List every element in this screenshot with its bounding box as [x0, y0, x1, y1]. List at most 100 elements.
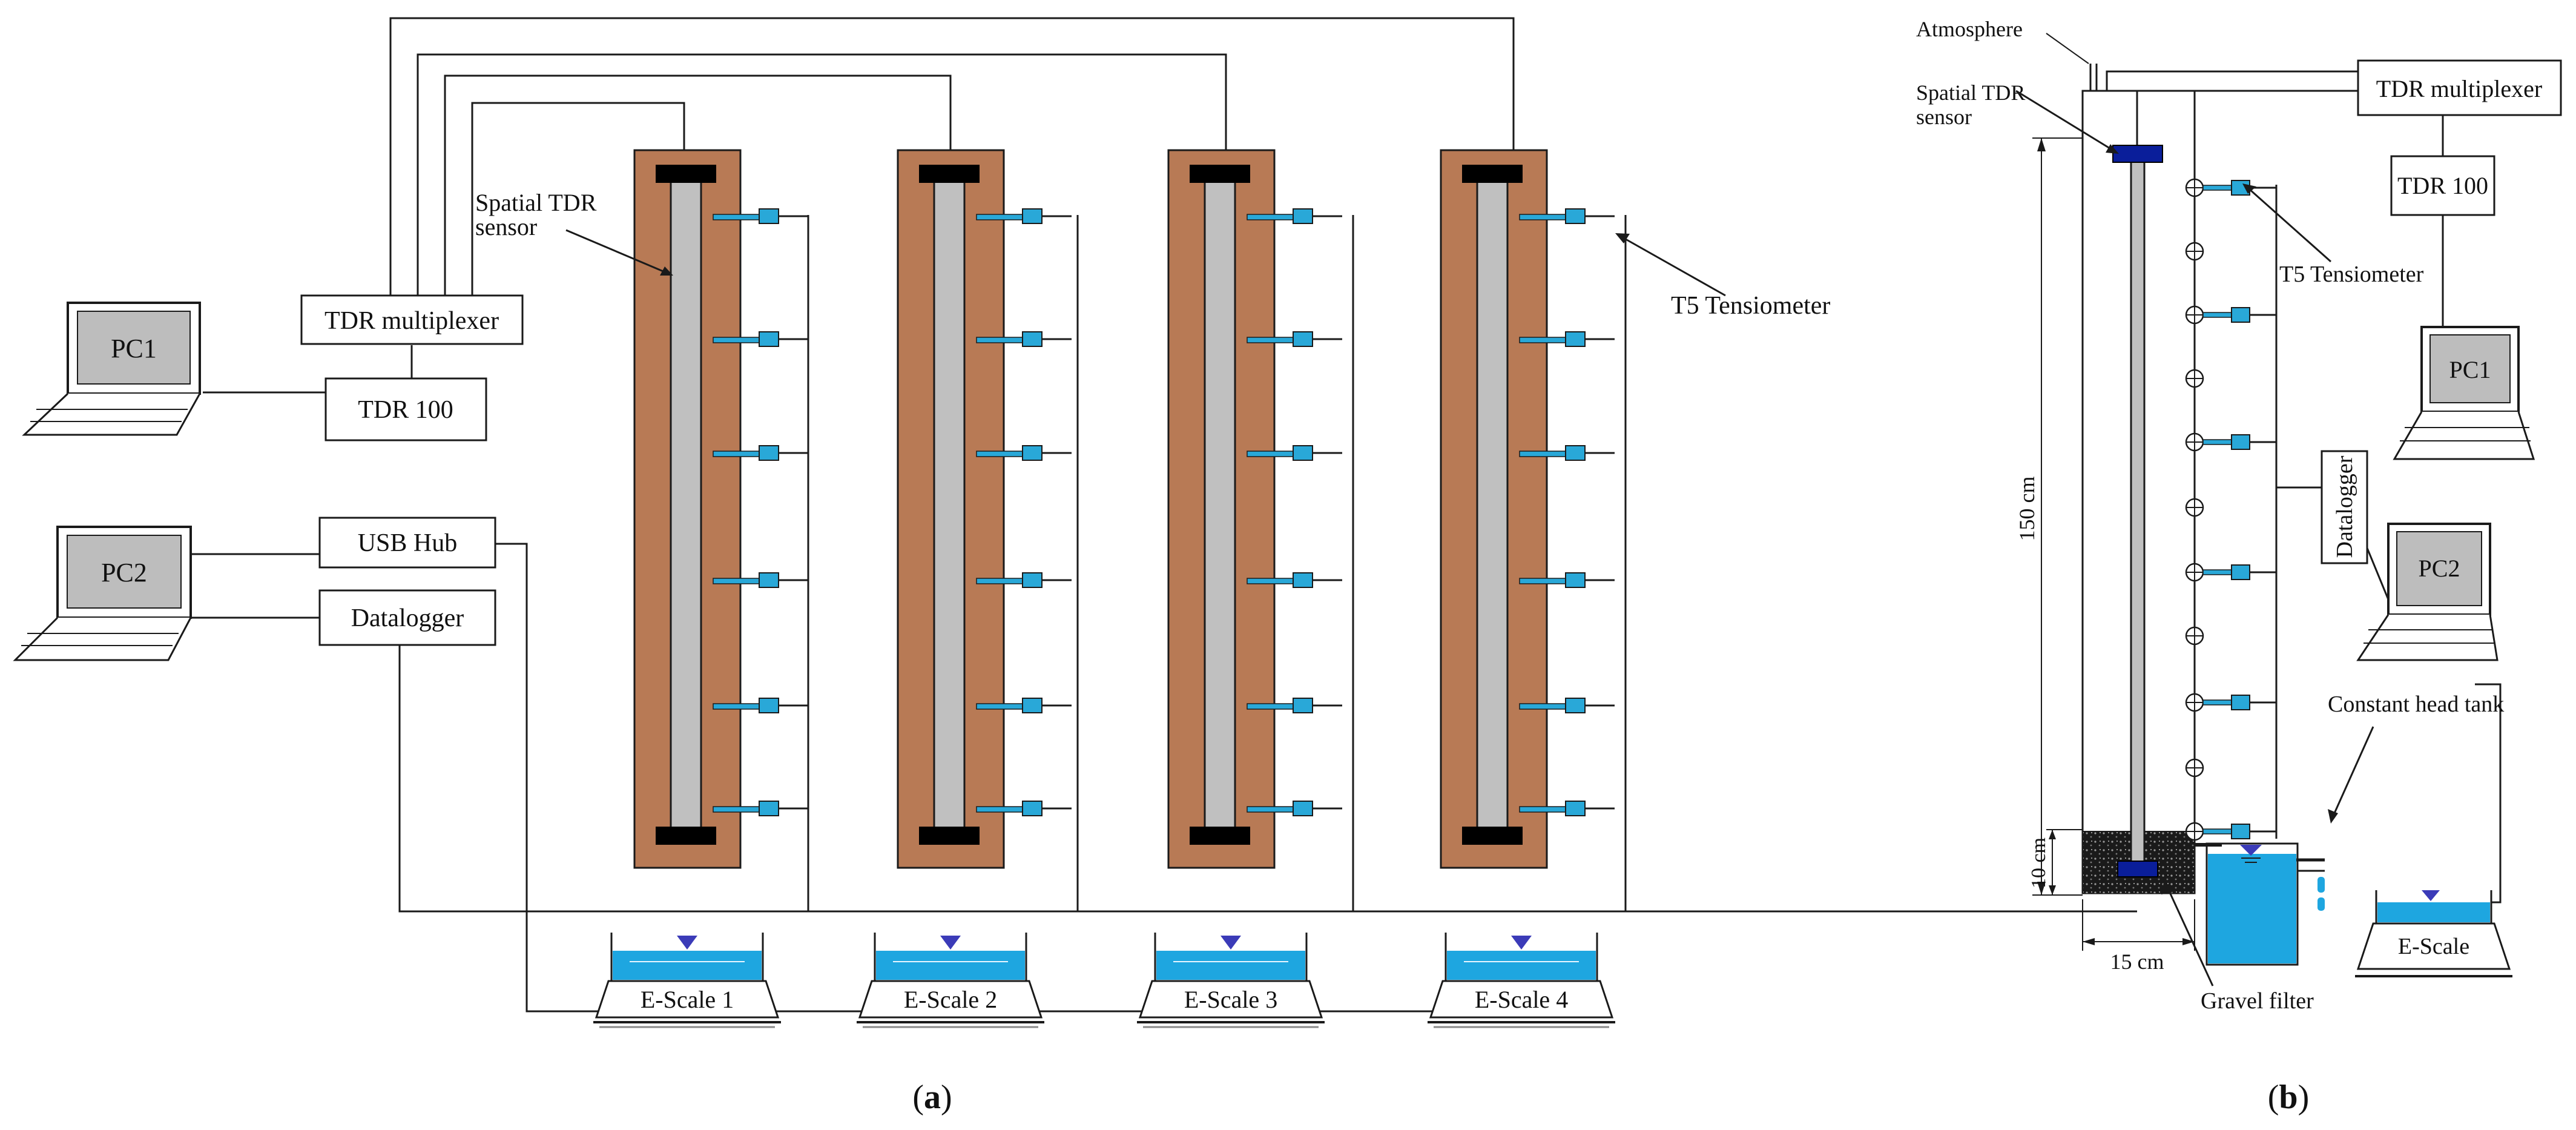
- tensiometer-probe: [713, 806, 762, 813]
- tensiometer-head: [2231, 824, 2250, 839]
- tensiometer-head: [1293, 445, 1313, 461]
- escale-base: [1429, 980, 1614, 1019]
- tensiometer: [713, 445, 779, 461]
- panel-b-caption: (b): [2268, 1079, 2309, 1116]
- datalogger-box-a: Datalogger: [318, 589, 496, 646]
- tensiometer-head: [1022, 331, 1043, 347]
- column-ports-b: [2185, 178, 2250, 841]
- escale-2: E-Scale 2: [857, 933, 1044, 1028]
- laptop-pc2-icon: PC2: [13, 526, 192, 661]
- dim-10-label: 10 cm: [2028, 838, 2050, 888]
- constant-head-tank: [2195, 842, 2325, 966]
- tensiometer-probe: [713, 703, 762, 710]
- tensiometer-probe: [1519, 578, 1569, 584]
- escale-water: [1447, 951, 1596, 980]
- tensiometer-head: [2231, 307, 2250, 323]
- laptop-pc1-icon: PC1: [22, 302, 201, 436]
- tensiometer-b: [2202, 307, 2250, 323]
- wire-datalogger-tensiometers: [398, 645, 2137, 913]
- tdr-cap-bottom-b: [2117, 861, 2158, 877]
- tensiometer-b: [2202, 824, 2250, 839]
- tensiometer-head: [1022, 572, 1043, 588]
- tensiometer-probe: [713, 214, 762, 220]
- tensiometer-probe: [1519, 337, 1569, 343]
- wire-b-mux-outline: [2106, 70, 2358, 91]
- tensiometer-head: [1293, 208, 1313, 224]
- soil-column-4: [1440, 149, 1586, 869]
- escale-label: E-Scale 2: [904, 986, 997, 1013]
- tensiometer-head: [1565, 208, 1586, 224]
- pc2-label-b: PC2: [2419, 555, 2460, 582]
- tensiometer-head: [2231, 434, 2250, 450]
- wire-tensiometer-risers: [807, 215, 1627, 911]
- spatial-tdr-label-b-line2: sensor: [1916, 105, 1972, 129]
- tdr-rod: [670, 179, 702, 830]
- datalogger-box-b: Datalogger: [2321, 450, 2368, 564]
- tensiometer: [976, 801, 1043, 816]
- water-level-marker: [677, 936, 697, 950]
- drip-drops: [2317, 877, 2325, 911]
- tensiometer-head: [1565, 331, 1586, 347]
- tensiometer-probe: [976, 703, 1026, 710]
- tensiometer: [713, 698, 779, 713]
- panel-a-caption: (a): [912, 1079, 952, 1116]
- tensiometer: [976, 331, 1043, 347]
- tensiometer: [713, 331, 779, 347]
- tensiometer: [713, 572, 779, 588]
- tensiometer-probe: [713, 337, 762, 343]
- tensiometer: [1247, 208, 1313, 224]
- tensiometer-probe: [1519, 214, 1569, 220]
- water-level-marker-escale-b: [2422, 890, 2440, 901]
- tensiometer-probe: [976, 337, 1026, 343]
- tensiometer-head: [2231, 695, 2250, 710]
- wire-mux-column-2: [444, 74, 952, 297]
- wire-b-pc2-escale: [2475, 683, 2502, 904]
- tensiometer-b: [2202, 434, 2250, 450]
- tdr-cap-top: [919, 165, 980, 183]
- tensiometer: [713, 801, 779, 816]
- escale-label-b: E-Scale: [2398, 934, 2469, 959]
- tensiometer-head: [1293, 698, 1313, 713]
- tdr-100-label-b: TDR 100: [2397, 172, 2488, 199]
- t5-tensiometer-label-a: T5 Tensiometer: [1671, 292, 1830, 320]
- escale-3: E-Scale 3: [1137, 933, 1325, 1028]
- tensiometer-head: [759, 572, 779, 588]
- tdr-cap-top: [1190, 165, 1250, 183]
- escale-label: E-Scale 4: [1475, 986, 1568, 1013]
- pc2-label: PC2: [101, 558, 147, 587]
- tensiometer-head: [759, 445, 779, 461]
- escale-base: [595, 980, 780, 1019]
- tdr-multiplexer-label-b: TDR multiplexer: [2376, 75, 2542, 102]
- pc1-label: PC1: [111, 334, 157, 363]
- water-level-marker: [1220, 936, 1241, 950]
- laptop-pc2-icon-b: PC2: [2356, 523, 2499, 661]
- tensiometer-b: [2202, 695, 2250, 710]
- tensiometer-head: [1293, 801, 1313, 816]
- escale-b: E-Scale: [2355, 890, 2512, 977]
- tensiometer-b: [2202, 564, 2250, 580]
- tdr-multiplexer-box-b: TDR multiplexer: [2357, 59, 2562, 116]
- spatial-tdr-label-line2: sensor: [475, 213, 537, 240]
- water-level-marker: [940, 936, 961, 950]
- soil-column-1: [633, 149, 779, 869]
- soil-column-2: [897, 149, 1043, 869]
- tensiometer-head: [759, 208, 779, 224]
- constant-head-tank-label: Constant head tank: [2328, 692, 2504, 717]
- dim-15-label: 15 cm: [2110, 950, 2164, 974]
- spatial-tdr-label-b-line1: Spatial TDR: [1916, 81, 2025, 105]
- tensiometer: [713, 208, 779, 224]
- tensiometer: [1247, 801, 1313, 816]
- tdr-cap-bottom: [656, 827, 716, 845]
- tensiometer: [976, 572, 1043, 588]
- escale-label: E-Scale 3: [1184, 986, 1277, 1013]
- tensiometer-stub-lines-b: [2250, 187, 2276, 833]
- tensiometer-probe: [976, 578, 1026, 584]
- escale-water: [613, 951, 762, 980]
- tensiometer-probe: [1519, 451, 1569, 457]
- tensiometer-head: [1565, 445, 1586, 461]
- tensiometer: [1519, 331, 1586, 347]
- water-level-marker-tank: [2240, 845, 2262, 856]
- tensiometer-head: [1565, 801, 1586, 816]
- wire-b-datalogger-pc2: [2366, 524, 2390, 624]
